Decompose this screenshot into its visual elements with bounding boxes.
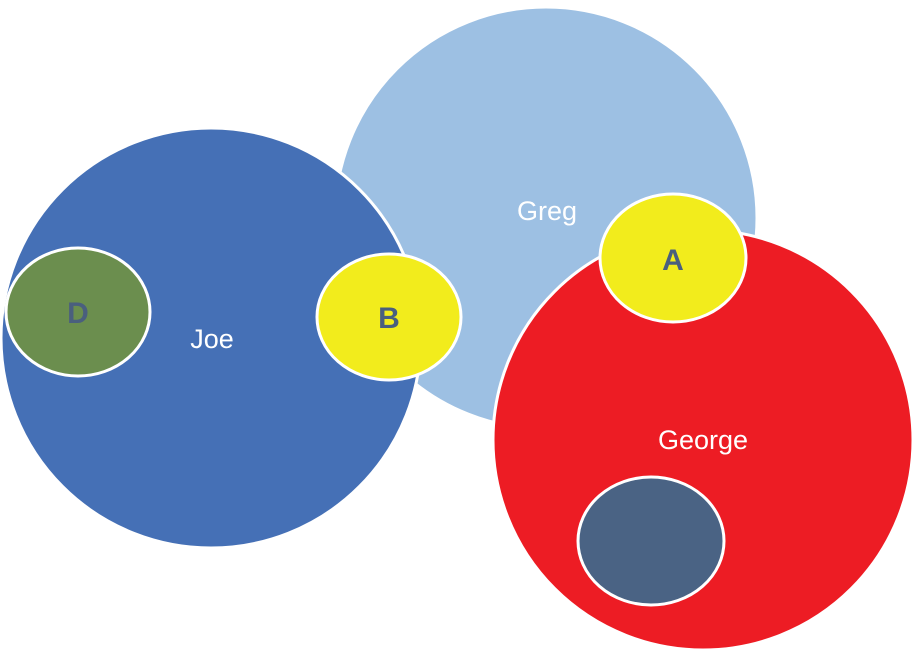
region-b-ellipse xyxy=(315,252,463,382)
joe-label: Joe xyxy=(190,324,234,354)
region-a-label: A xyxy=(662,244,684,277)
region-b: B xyxy=(315,252,463,382)
region-a-ellipse xyxy=(598,192,748,324)
region-george-inner-ellipse xyxy=(576,475,726,607)
region-a: A xyxy=(598,192,748,324)
region-george-inner xyxy=(576,475,726,607)
george-label: George xyxy=(658,425,748,455)
region-b-label: B xyxy=(378,302,400,335)
greg-label: Greg xyxy=(517,196,577,226)
region-d-label: D xyxy=(67,297,89,330)
region-d: D xyxy=(4,246,152,378)
region-d-ellipse xyxy=(4,246,152,378)
